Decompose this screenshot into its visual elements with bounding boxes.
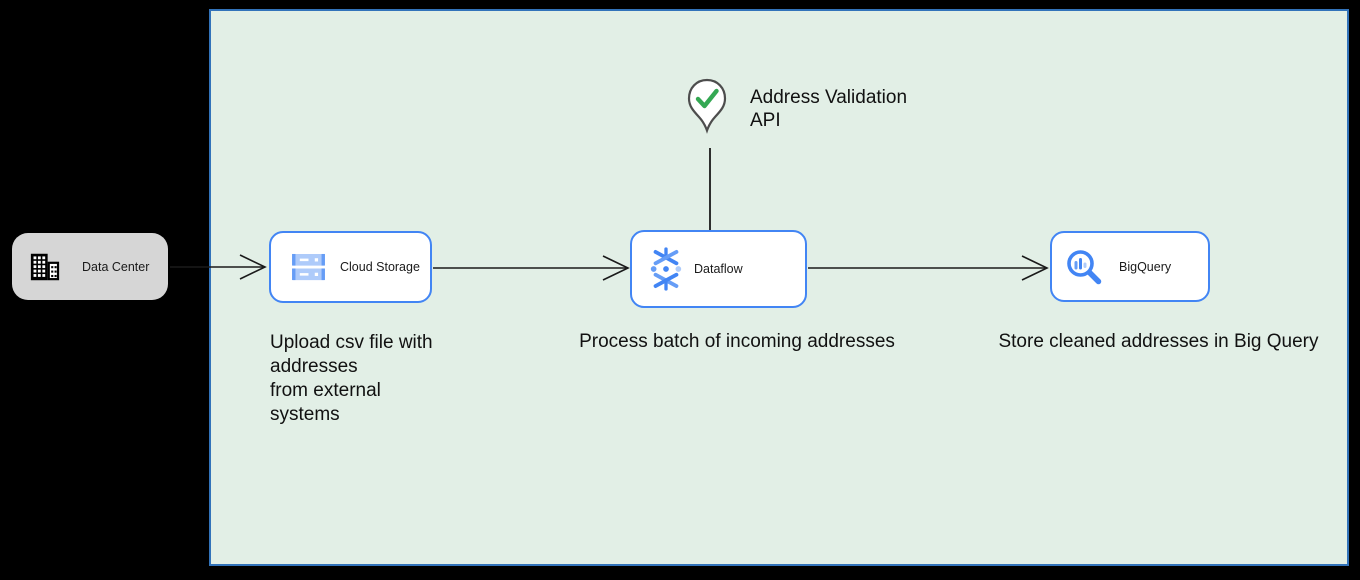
node-bigquery[interactable]: BigQuery: [1050, 231, 1210, 302]
node-dataflow[interactable]: Dataflow: [630, 230, 807, 308]
node-label: BigQuery: [1119, 259, 1172, 274]
building-icon: [30, 251, 60, 283]
node-label: Dataflow: [694, 262, 743, 276]
node-label: Cloud Storage: [340, 260, 420, 274]
caption-upload-csv: Upload csv file with addresses from exte…: [270, 332, 433, 425]
cloud-storage-icon: [292, 253, 325, 282]
caption-store-cleaned: Store cleaned addresses in Big Query: [998, 331, 1319, 352]
caption-process-batch: Process batch of incoming addresses: [579, 331, 895, 352]
annotation-address-validation-api: Address Validation API: [750, 87, 908, 131]
location-pin-check-icon[interactable]: [687, 78, 727, 134]
bigquery-icon: [1065, 248, 1103, 286]
node-label: Data Center: [82, 259, 150, 274]
dataflow-icon: [647, 247, 685, 291]
node-data-center[interactable]: Data Center: [12, 233, 168, 300]
node-cloud-storage[interactable]: Cloud Storage: [269, 231, 432, 303]
